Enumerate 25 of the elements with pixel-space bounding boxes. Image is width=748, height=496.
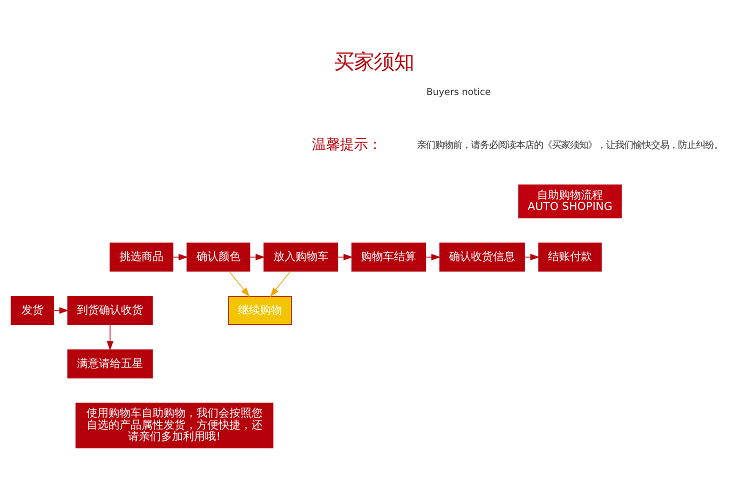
arrow	[524, 253, 540, 260]
arrow	[228, 270, 250, 296]
node-box: 发货	[10, 295, 54, 325]
label: Buyers notice	[426, 86, 491, 98]
node-box: 购物车结算	[351, 242, 426, 272]
node-box: 满意请给五星	[67, 348, 153, 378]
arrow	[270, 270, 290, 296]
node-box: 继续购物	[228, 295, 292, 325]
node-box: 确认颜色	[186, 242, 250, 272]
diagram-title: 买家须知	[334, 49, 414, 74]
node-box: 确认收货信息	[439, 242, 525, 272]
node-box: 挑选商品	[110, 242, 174, 272]
label: 温馨提示：	[312, 136, 382, 153]
arrow	[338, 253, 353, 260]
node-box: 自助购物流程 AUTO SHOPING	[518, 184, 622, 218]
node-box: 放入购物车	[264, 242, 338, 272]
arrow	[250, 253, 266, 260]
arrow	[172, 253, 188, 260]
arrow	[106, 324, 114, 350]
label: 亲们购物前，请务必阅读本店的《买家须知》，让我们愉快交易，防止纠纷。	[417, 140, 724, 151]
node-box: 使用购物车自助购物，我们会按照您自选的产品属性发货，方便快捷，还请亲们多加利用哦!	[76, 402, 274, 448]
arrow	[426, 253, 441, 260]
node-box: 到货确认收货	[67, 295, 153, 325]
node-box: 结账付款	[538, 242, 602, 272]
arrow	[53, 306, 69, 314]
